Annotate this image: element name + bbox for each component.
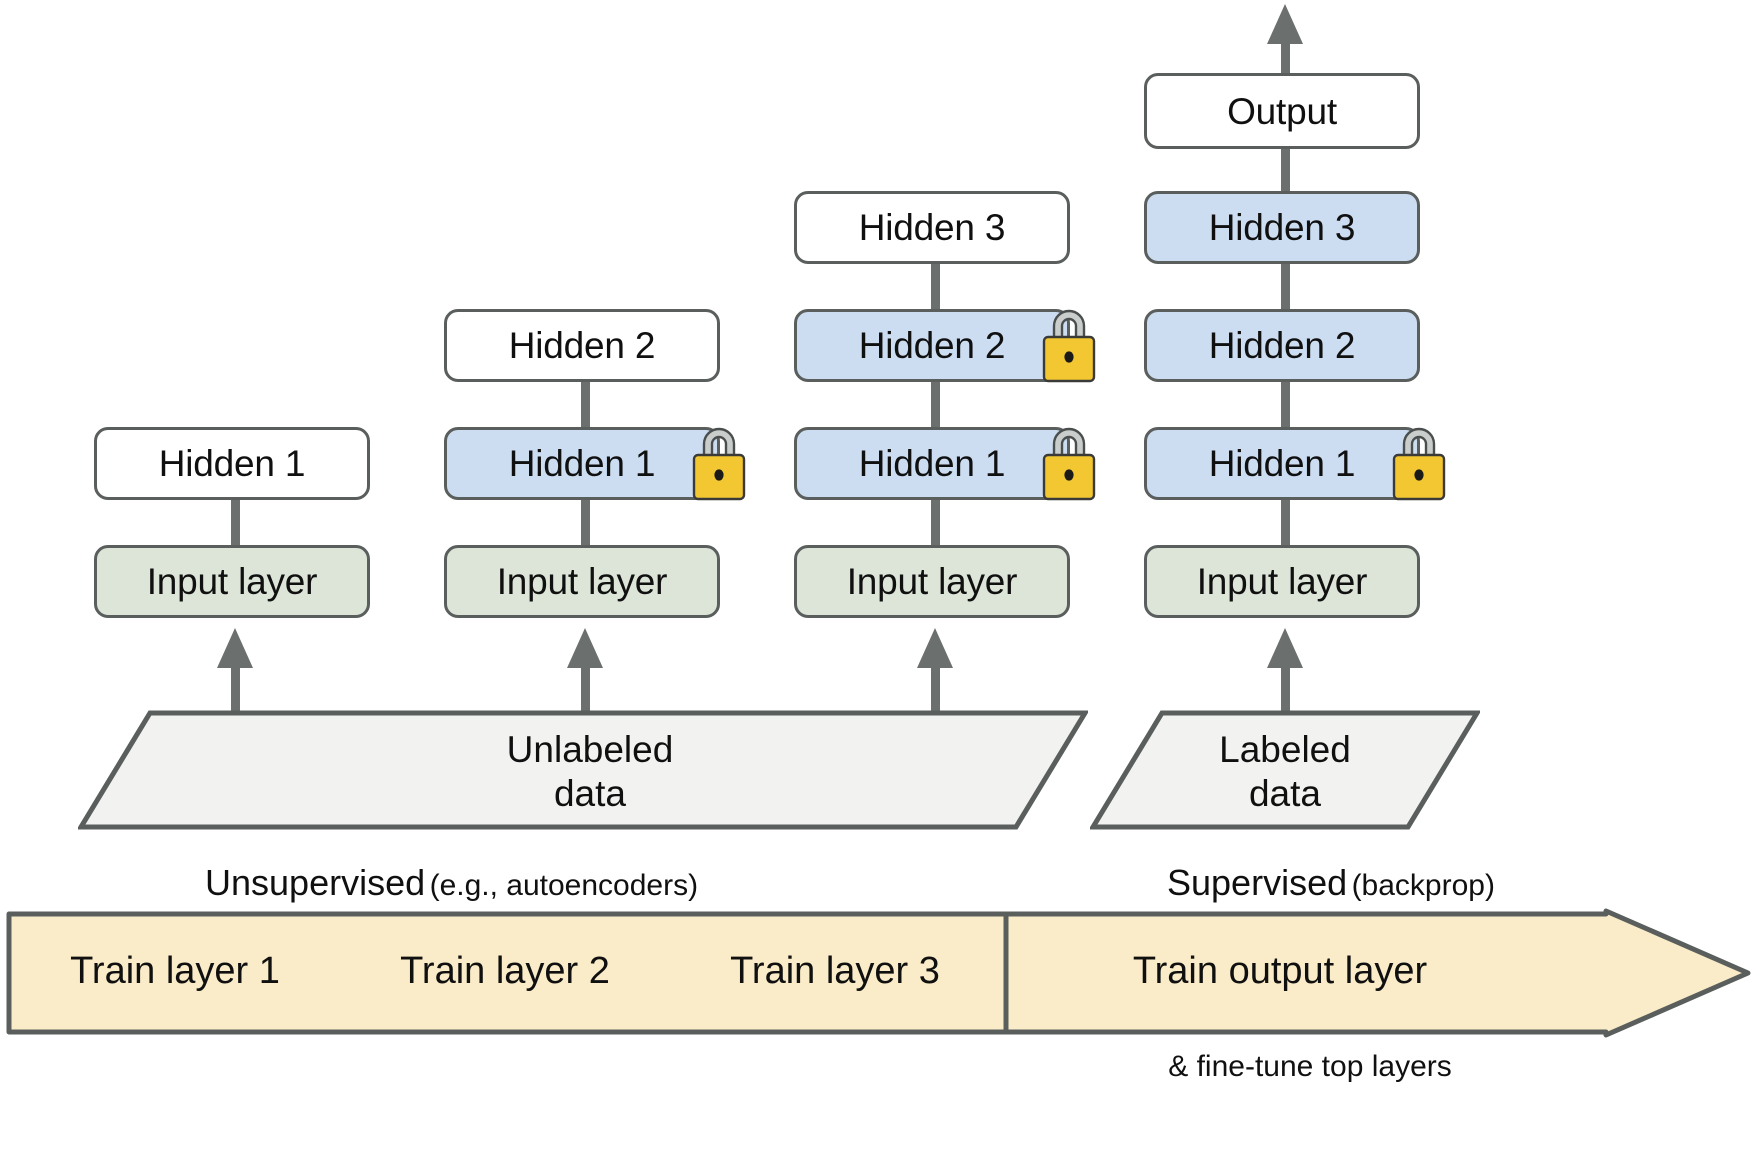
connector-s2-h1-input bbox=[581, 491, 590, 553]
labeled-data-line2: data bbox=[1248, 772, 1321, 814]
connector-hidden3-hidden2 bbox=[1281, 255, 1290, 317]
caption-unsupervised-note: (e.g., autoencoders) bbox=[429, 869, 699, 902]
padlock-icon-s2-hidden1 bbox=[688, 422, 750, 502]
connector-s3-h1-input bbox=[931, 491, 940, 553]
node-s3-input[interactable]: Input layer bbox=[794, 545, 1070, 618]
arrow-up-icon-s3 bbox=[917, 628, 953, 668]
node-s4-hidden2[interactable]: Hidden 2 bbox=[1144, 309, 1420, 382]
banner-segment-train-layer-2[interactable]: Train layer 2 bbox=[400, 950, 610, 992]
unlabeled-data-shape[interactable] bbox=[78, 710, 1088, 830]
unlabeled-data-line2: data bbox=[553, 772, 626, 814]
node-s1-input[interactable]: Input layer bbox=[94, 545, 370, 618]
arrow-up-icon-labeled bbox=[1267, 628, 1303, 668]
labeled-arrow-stem bbox=[1281, 665, 1290, 713]
arrow-up-icon-output bbox=[1267, 4, 1303, 44]
banner-footnote: & fine-tune top layers bbox=[1168, 1050, 1452, 1083]
s1-arrow-stem bbox=[231, 665, 240, 713]
caption-supervised-note: (backprop) bbox=[1351, 869, 1495, 902]
s3-arrow-stem bbox=[931, 665, 940, 713]
connector-s3-h2-h1 bbox=[931, 373, 940, 435]
unlabeled-data-line1: Unlabeled bbox=[506, 729, 674, 770]
node-s3-hidden3[interactable]: Hidden 3 bbox=[794, 191, 1070, 264]
labeled-data-label: Labeled data bbox=[1095, 728, 1475, 815]
labeled-data-line1: Labeled bbox=[1219, 729, 1351, 770]
padlock-icon-s3-hidden2 bbox=[1038, 304, 1100, 384]
labeled-data-shape[interactable] bbox=[1090, 710, 1480, 830]
unlabeled-data-label: Unlabeled data bbox=[400, 728, 780, 815]
connector-s1-h1-input bbox=[231, 491, 240, 553]
caption-unsupervised-main: Unsupervised bbox=[205, 862, 426, 903]
connector-output-hidden3 bbox=[1281, 140, 1290, 205]
banner-segment-train-layer-3[interactable]: Train layer 3 bbox=[730, 950, 940, 992]
banner-segment-train-layer-1[interactable]: Train layer 1 bbox=[70, 950, 280, 992]
node-s3-hidden2[interactable]: Hidden 2 bbox=[794, 309, 1070, 382]
s2-arrow-stem bbox=[581, 665, 590, 713]
node-s2-input[interactable]: Input layer bbox=[444, 545, 720, 618]
node-s3-hidden1[interactable]: Hidden 1 bbox=[794, 427, 1070, 500]
node-output[interactable]: Output bbox=[1144, 73, 1420, 149]
caption-supervised-main: Supervised bbox=[1167, 862, 1348, 903]
caption-supervised: Supervised (backprop) bbox=[1167, 862, 1495, 904]
node-s4-hidden1[interactable]: Hidden 1 bbox=[1144, 427, 1420, 500]
node-s4-hidden3[interactable]: Hidden 3 bbox=[1144, 191, 1420, 264]
node-s2-hidden1[interactable]: Hidden 1 bbox=[444, 427, 720, 500]
connector-s3-h3-h2 bbox=[931, 255, 940, 317]
training-stage-banner bbox=[6, 908, 1751, 1038]
node-s1-hidden1[interactable]: Hidden 1 bbox=[94, 427, 370, 500]
padlock-icon-s4-hidden1 bbox=[1388, 422, 1450, 502]
node-s4-input[interactable]: Input layer bbox=[1144, 545, 1420, 618]
connector-hidden2-hidden1 bbox=[1281, 373, 1290, 435]
output-arrow-stem bbox=[1281, 40, 1290, 76]
padlock-icon-s3-hidden1 bbox=[1038, 422, 1100, 502]
connector-hidden1-input bbox=[1281, 491, 1290, 553]
connector-s2-h2-h1 bbox=[581, 373, 590, 435]
caption-unsupervised: Unsupervised (e.g., autoencoders) bbox=[205, 862, 698, 904]
arrow-up-icon-s1 bbox=[217, 628, 253, 668]
arrow-up-icon-s2 bbox=[567, 628, 603, 668]
node-s2-hidden2[interactable]: Hidden 2 bbox=[444, 309, 720, 382]
banner-segment-train-output-layer[interactable]: Train output layer bbox=[1132, 950, 1428, 992]
